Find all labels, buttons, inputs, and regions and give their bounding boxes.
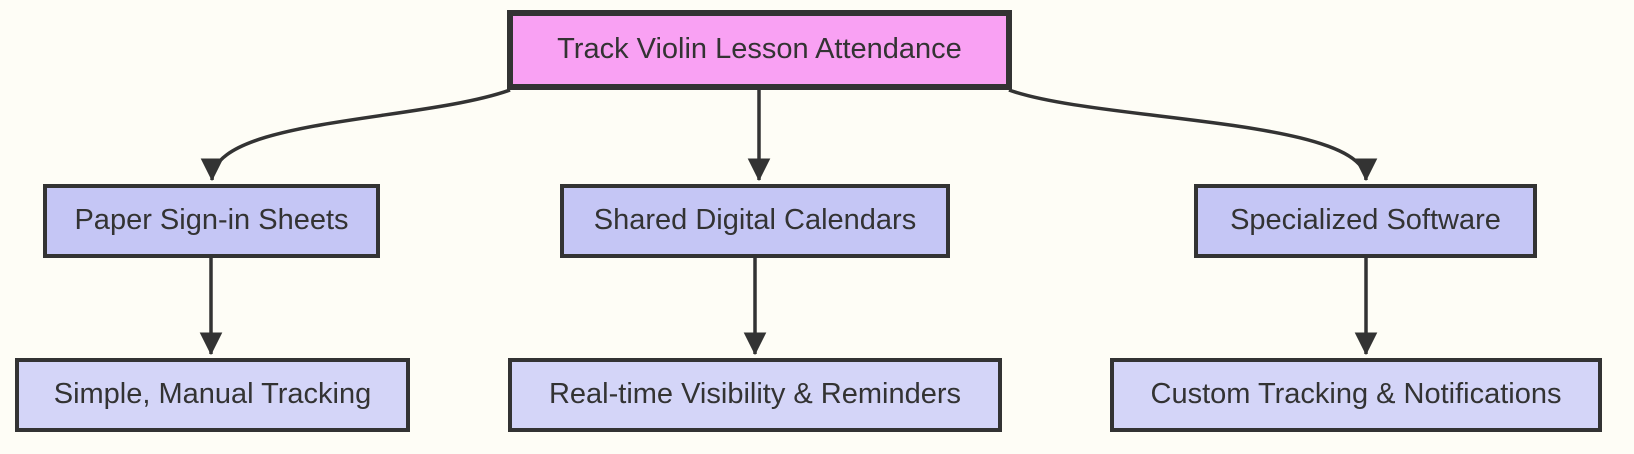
node-shared-digital-calendars: Shared Digital Calendars	[560, 184, 950, 258]
edge-root-to-specialized-software	[1008, 88, 1378, 182]
edge-root-to-paper-sign-in-sheets	[200, 88, 511, 182]
node-paper-sign-in-sheets: Paper Sign-in Sheets	[43, 184, 380, 258]
node-simple-manual-tracking: Simple, Manual Tracking	[15, 358, 410, 432]
node-label: Simple, Manual Tracking	[53, 378, 372, 411]
node-real-time-visibility-reminders: Real-time Visibility & Reminders	[508, 358, 1002, 432]
node-label: Shared Digital Calendars	[593, 204, 917, 237]
node-label: Paper Sign-in Sheets	[74, 204, 349, 237]
node-track-violin-lesson-attendance: Track Violin Lesson Attendance	[507, 10, 1012, 90]
node-label: Custom Tracking & Notifications	[1150, 378, 1562, 411]
node-label: Real-time Visibility & Reminders	[548, 378, 962, 411]
node-label: Specialized Software	[1230, 204, 1501, 237]
node-specialized-software: Specialized Software	[1194, 184, 1537, 258]
node-label: Track Violin Lesson Attendance	[557, 33, 962, 66]
node-custom-tracking-notifications: Custom Tracking & Notifications	[1110, 358, 1602, 432]
